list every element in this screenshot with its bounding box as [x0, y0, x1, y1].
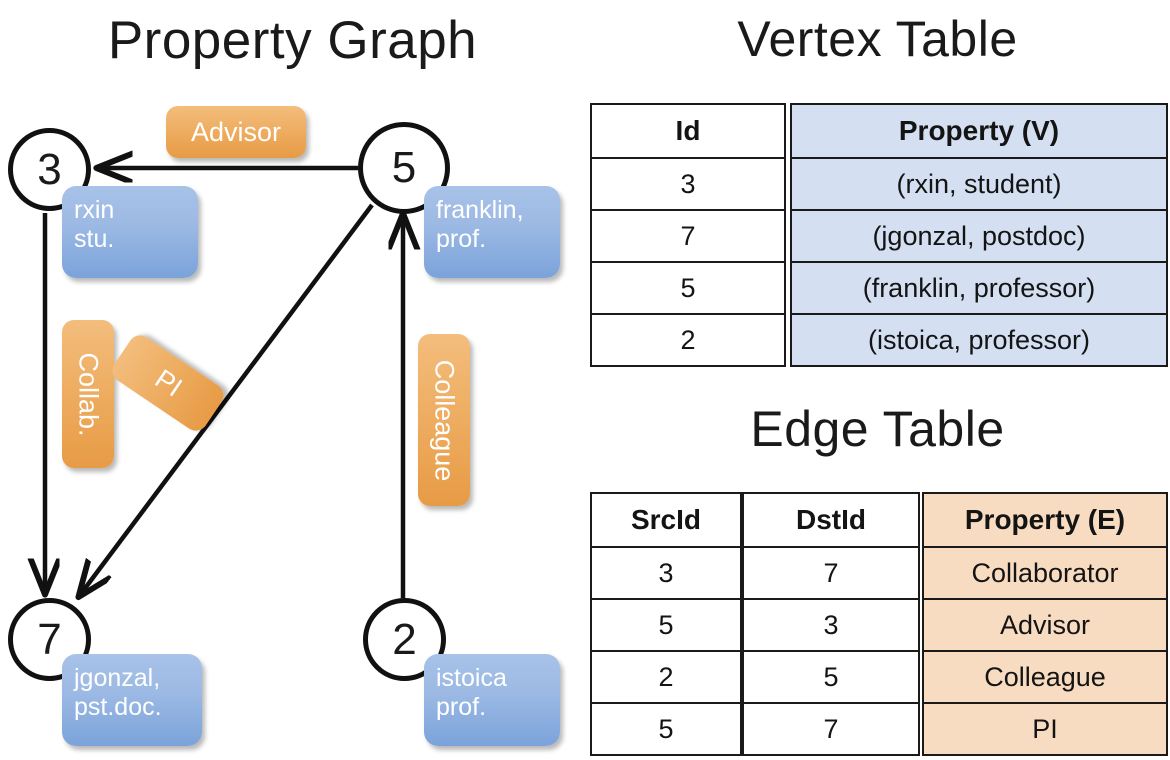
- property-graph-diagram: 3 5 7 2 rxin stu. franklin, prof. jgonza…: [0, 0, 585, 760]
- vertex-property-bubble-franklin-line2: prof.: [436, 224, 487, 253]
- edge-table-cell-dstid: 7: [742, 702, 920, 756]
- vertex-table-cell-property: (rxin, student): [790, 157, 1168, 211]
- vertex-node-3-label: 3: [37, 144, 62, 194]
- table-row: (jgonzal, postdoc): [790, 209, 1168, 263]
- table-row: (rxin, student): [790, 157, 1168, 211]
- vertex-table-cell-id: 7: [590, 209, 786, 263]
- edge-table-cell-property: PI: [922, 702, 1168, 756]
- vertex-property-bubble-rxin: rxin stu.: [62, 186, 198, 278]
- table-header-row: Property (V): [790, 103, 1168, 159]
- table-row: 5: [742, 650, 920, 704]
- table-row: Advisor: [922, 598, 1168, 652]
- graph-edge-arrows: [0, 0, 585, 760]
- vertex-node-7-label: 7: [37, 614, 62, 664]
- table-row: PI: [922, 702, 1168, 756]
- vertex-node-5-label: 5: [391, 143, 417, 192]
- table-row: 7: [742, 702, 920, 756]
- edge-label-collab: Collab.: [62, 320, 114, 468]
- edge-table-cell-srcid: 5: [590, 598, 742, 652]
- vertex-table-id-column: Id 3 7 5 2: [590, 103, 786, 367]
- edge-table-property-column: Property (E) Collaborator Advisor Collea…: [922, 492, 1168, 756]
- edge-label-colleague-text: Colleague: [429, 359, 460, 481]
- table-row: 5: [590, 261, 786, 315]
- table-header-row: DstId: [742, 492, 920, 548]
- table-row: (istoica, professor): [790, 313, 1168, 367]
- table-row: (franklin, professor): [790, 261, 1168, 315]
- vertex-node-2-label: 2: [392, 614, 417, 664]
- vertex-table-header-property: Property (V): [790, 103, 1168, 159]
- page-title-property-graph: Property Graph: [107, 11, 478, 70]
- table-row: Colleague: [922, 650, 1168, 704]
- edge-table-cell-dstid: 7: [742, 546, 920, 600]
- vertex-node-2[interactable]: 2: [363, 598, 446, 681]
- table-header-row: Id: [590, 103, 786, 159]
- vertex-property-bubble-istoica-line2: prof.: [436, 692, 487, 721]
- vertex-property-bubble-rxin-line1: rxin: [74, 196, 115, 224]
- page-title-edge-table: Edge Table: [750, 401, 1005, 457]
- table-header-row: Property (E): [922, 492, 1168, 548]
- vertex-table-header-id: Id: [590, 103, 786, 159]
- vertex-table-cell-property: (jgonzal, postdoc): [790, 209, 1168, 263]
- edge-table-cell-property: Colleague: [922, 650, 1168, 704]
- edge-table-cell-property: Collaborator: [922, 546, 1168, 600]
- edge-table-cell-dstid: 5: [742, 650, 920, 704]
- edge-label-advisor: Advisor: [166, 106, 306, 158]
- vertex-property-bubble-franklin: franklin, prof.: [424, 186, 560, 278]
- table-row: 3: [742, 598, 920, 652]
- edge-table-srcid-column: SrcId 3 5 2 5: [590, 492, 742, 756]
- table-row: 5: [590, 702, 742, 756]
- edge-table-header-dstid: DstId: [742, 492, 920, 548]
- table-row: Collaborator: [922, 546, 1168, 600]
- vertex-property-bubble-jgonzal: jgonzal, pst.doc.: [62, 654, 202, 746]
- edge-table-header-property: Property (E): [922, 492, 1168, 548]
- edge-label-advisor-text: Advisor: [190, 116, 282, 147]
- table-row: 2: [590, 313, 786, 367]
- edge-table-cell-property: Advisor: [922, 598, 1168, 652]
- edge-label-collab-text: Collab.: [73, 351, 104, 437]
- table-header-row: SrcId: [590, 492, 742, 548]
- table-row: 2: [590, 650, 742, 704]
- vertex-property-bubble-jgonzal-line2: pst.doc.: [74, 692, 162, 721]
- vertex-table-cell-id: 5: [590, 261, 786, 315]
- vertex-table-cell-id: 2: [590, 313, 786, 367]
- vertex-table-property-column: Property (V) (rxin, student) (jgonzal, p…: [790, 103, 1168, 367]
- edge-table-cell-srcid: 5: [590, 702, 742, 756]
- table-row: 3: [590, 157, 786, 211]
- edge-label-pi-text: PI: [149, 363, 188, 403]
- table-row: 5: [590, 598, 742, 652]
- edge-table-cell-srcid: 2: [590, 650, 742, 704]
- vertex-property-bubble-jgonzal-line1: jgonzal,: [74, 664, 161, 692]
- edge-label-colleague: Colleague: [418, 334, 470, 506]
- vertex-table-cell-property: (franklin, professor): [790, 261, 1168, 315]
- vertex-property-bubble-franklin-line1: franklin,: [436, 196, 524, 224]
- edge-table-header-srcid: SrcId: [590, 492, 742, 548]
- edge-table-cell-dstid: 3: [742, 598, 920, 652]
- table-row: 7: [590, 209, 786, 263]
- page-title-vertex-table: Vertex Table: [737, 11, 1018, 67]
- edge-arrow-pi: [80, 203, 374, 595]
- vertex-property-bubble-rxin-line2: stu.: [74, 224, 115, 253]
- vertex-table-cell-property: (istoica, professor): [790, 313, 1168, 367]
- edge-table-cell-srcid: 3: [590, 546, 742, 600]
- edge-table-dstid-column: DstId 7 3 5 7: [742, 492, 920, 756]
- table-row: 7: [742, 546, 920, 600]
- table-row: 3: [590, 546, 742, 600]
- vertex-property-bubble-istoica: istoica prof.: [424, 654, 560, 746]
- vertex-property-bubble-istoica-line1: istoica: [436, 664, 507, 692]
- vertex-node-5[interactable]: 5: [358, 122, 450, 214]
- vertex-table-cell-id: 3: [590, 157, 786, 211]
